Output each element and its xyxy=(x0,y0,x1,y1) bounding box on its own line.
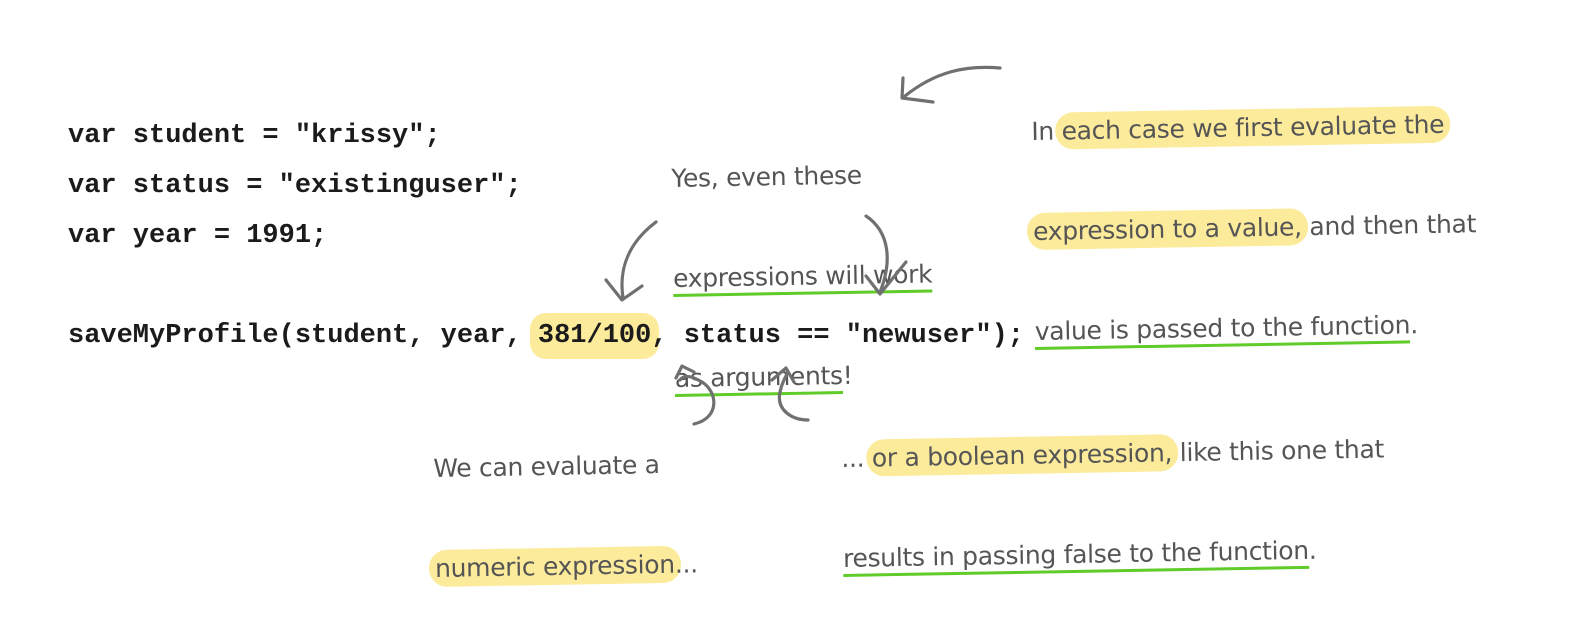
underlined-text: as arguments xyxy=(674,361,844,397)
code-line-status: var status = "existinguser"; xyxy=(68,171,522,201)
note-numeric-expression: We can evaluate a numeric expression... xyxy=(428,389,699,644)
numeric-expression-highlight: 381/100 xyxy=(529,313,660,359)
note-line-wrapper: results in passing false to the function… xyxy=(842,535,1386,577)
underlined-text: value is passed to the function xyxy=(1034,310,1411,350)
code-line-function-call: saveMyProfile(student, year, 381/100, st… xyxy=(68,313,1024,359)
note-line-wrapper: expressions will work xyxy=(672,259,933,297)
note-text: like this one that xyxy=(1171,434,1385,468)
code-line-student: var student = "krissy"; xyxy=(68,121,441,151)
note-text: . xyxy=(1409,310,1419,340)
note-text: and then that xyxy=(1301,209,1477,242)
note-line-wrapper: In each case we first evaluate the xyxy=(1031,105,1475,150)
highlighted-text: numeric expression xyxy=(428,545,682,588)
highlighted-text: expression to a value, xyxy=(1026,208,1309,251)
note-line-wrapper: expression to a value, and then that xyxy=(1026,208,1477,251)
arrow-down-left-icon xyxy=(604,220,658,302)
annotated-code-diagram: var student = "krissy"; var status = "ex… xyxy=(68,49,1479,588)
call-suffix: , status == "newuser"); xyxy=(651,321,1024,351)
note-line-wrapper: value is passed to the function. xyxy=(1034,309,1479,350)
highlighted-text: each case we first evaluate the xyxy=(1055,105,1451,150)
note-evaluate-then-pass: In each case we first evaluate the expre… xyxy=(1026,49,1479,407)
code-line-year: var year = 1991; xyxy=(68,221,328,251)
note-line: Yes, even these xyxy=(671,160,863,193)
underlined-text: results in passing false to the function xyxy=(842,535,1310,577)
arrow-left-icon xyxy=(900,65,1002,104)
note-boolean-expression: ... or a boolean expression, like this o… xyxy=(840,375,1387,634)
call-prefix: saveMyProfile(student, year, xyxy=(68,321,538,351)
note-line-wrapper: numeric expression... xyxy=(428,545,699,588)
underlined-text: expressions will work xyxy=(672,259,933,297)
note-text: . xyxy=(1308,535,1317,565)
note-text: ... xyxy=(674,549,699,579)
note-line-wrapper: ... or a boolean expression, like this o… xyxy=(841,434,1385,477)
note-line: We can evaluate a xyxy=(433,450,660,483)
highlighted-text: or a boolean expression, xyxy=(865,434,1179,477)
